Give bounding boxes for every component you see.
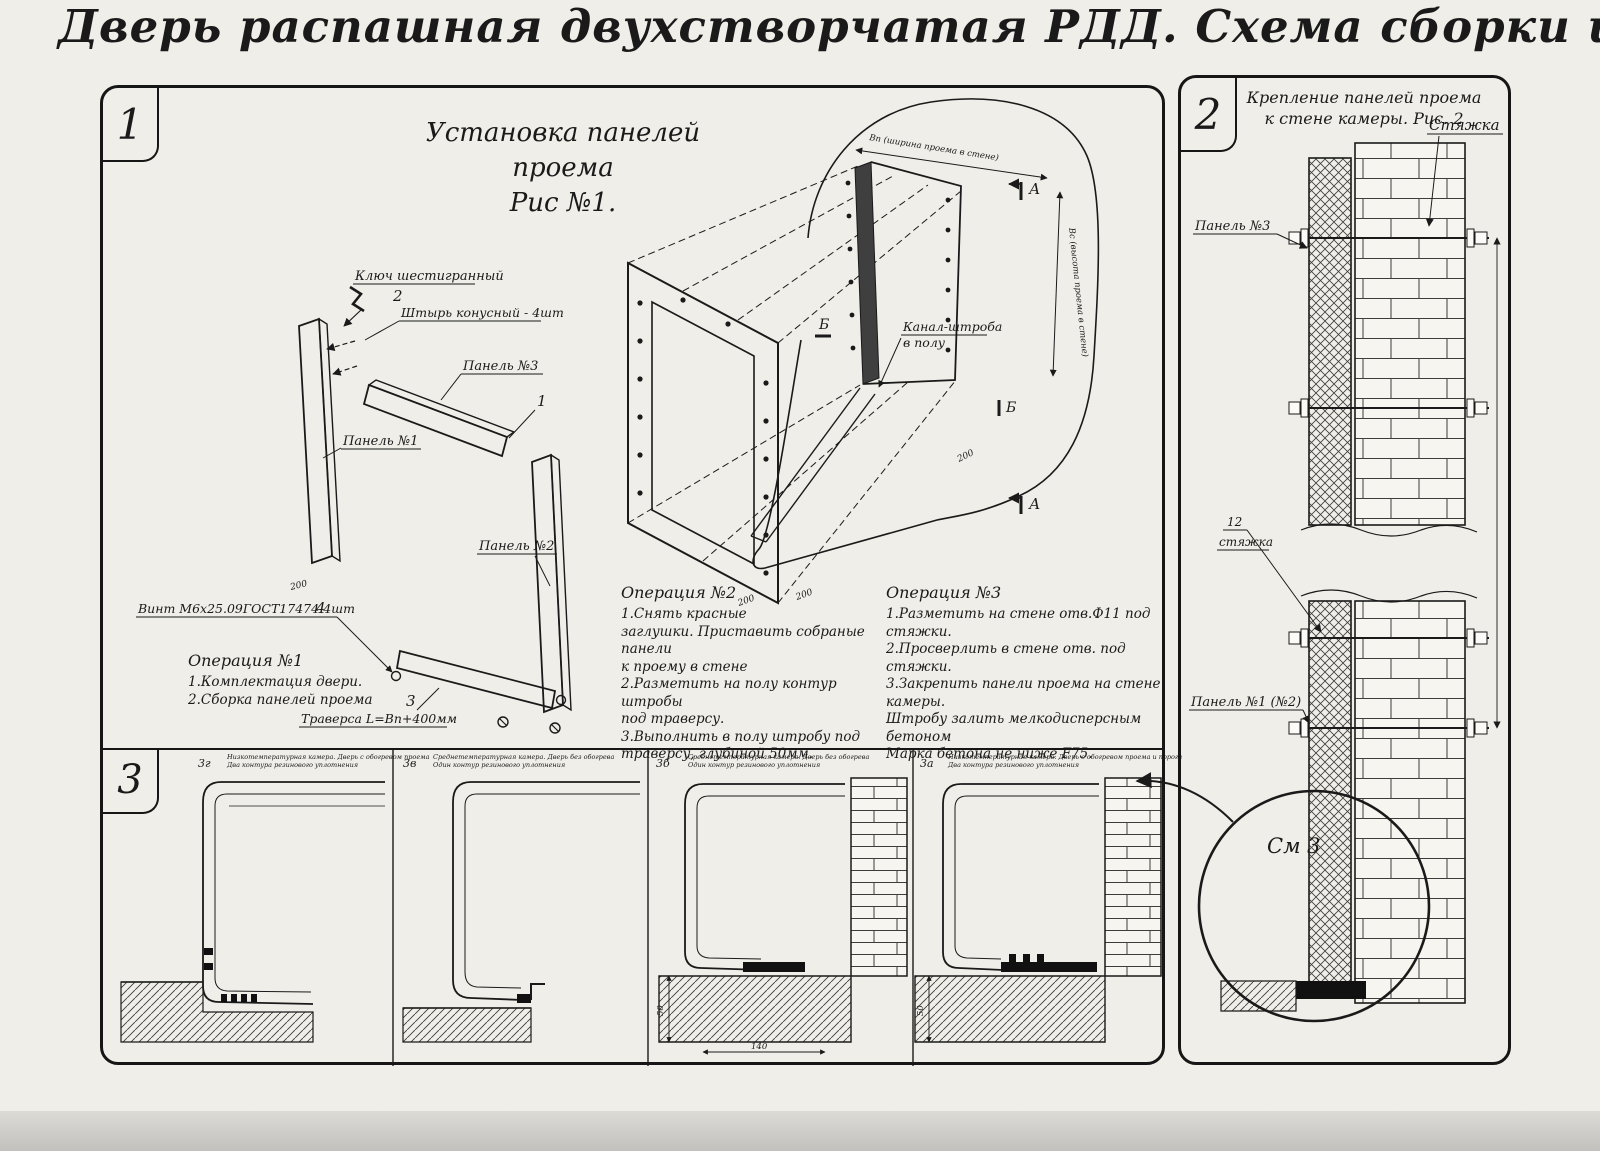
detail-3v-caption2: Один контур резинового уплотнения: [433, 761, 565, 769]
operation-1-title: Операция №1: [188, 651, 304, 670]
exploded-view-labels: Ключ шестигранный 2 Штырь конусный - 4шт…: [136, 269, 564, 728]
panel2-label: Панель №2: [478, 539, 554, 554]
panel1-label: Панель №1: [342, 434, 418, 449]
section-1-title: Установка панелей проема Рис №1.: [403, 116, 723, 221]
section-mark-a-top: А: [1028, 180, 1040, 198]
see-detail-circle: См 3: [1135, 772, 1431, 1023]
detail-captions: 3г Низкотемпературная камера. Дверь с об…: [198, 753, 1182, 770]
panel3-label: Панель №3: [462, 359, 538, 374]
detail-3g-drawing: [120, 781, 385, 1043]
dim-opening-width: Вп (ширина проема в стене): [868, 132, 1000, 163]
detail-3b-caption2: Один контур резинового уплотнения: [688, 761, 820, 769]
pin-label: Штырь конусный - 4шт: [400, 305, 564, 320]
dim-140-3b: 140: [751, 1042, 768, 1052]
detail-3a-id: 3а: [920, 757, 934, 770]
section-mark-b-left: Б: [818, 317, 829, 333]
section-2-number: 2: [1181, 78, 1237, 152]
detail-dividers: [392, 750, 914, 1066]
detail-3a-drawing: 50: [914, 777, 1162, 1043]
dim-200-panel1: 200: [288, 579, 308, 593]
operation-1: Операция №1 1.Комплектация двери. 2.Сбор…: [188, 651, 373, 709]
detail-3v-caption1: Среднетемпературная камера. Дверь без об…: [433, 753, 614, 761]
projection-lines: [627, 165, 962, 604]
tie-callout-number: 12: [1227, 515, 1242, 529]
section-2-labels: Стяжка Панель №3 12 стяжка Панель №1 (№2…: [1189, 116, 1503, 724]
section-mark-b-right: Б: [1005, 400, 1016, 416]
operation-3: Операция №3 1.Разметить на стене отв.Ф11…: [886, 583, 1164, 764]
detail-3g-caption1: Низкотемпературная камера. Дверь с обогр…: [226, 753, 430, 761]
insulated-panel-drawing: [1308, 157, 1352, 984]
section-3-number-label: 3: [117, 757, 143, 803]
section-1-number-label: 1: [116, 99, 144, 149]
panel3-wall-label: Панель №3: [1194, 219, 1270, 234]
section-3-number: 3: [103, 748, 159, 814]
operation-2-text: 1.Снять красные заглушки. Приставить соб…: [621, 606, 865, 763]
callout-1: 1: [537, 392, 547, 410]
section-1-panel: 1 Установка панелей проема Рис №1.: [100, 85, 1182, 1066]
section-2-panel: 2 Крепление панелей проема к стене камер…: [1135, 75, 1511, 1065]
traverse-label: Траверса L=Bn+400мм: [301, 711, 457, 726]
channel-label-line2: в полу: [903, 335, 946, 350]
tie-callout-label: стяжка: [1219, 535, 1273, 549]
hex-key-icon: [349, 285, 365, 313]
tie-bolts-drawing: [1288, 228, 1501, 738]
detail-3b-id: 3б: [656, 757, 670, 770]
dim-200-channel: 200: [955, 448, 976, 465]
detail-3v-drawing: [402, 781, 640, 1043]
tie-label: Стяжка: [1429, 116, 1500, 134]
pin-callout-number: 2: [392, 287, 403, 305]
detail-3v-id: 3в: [403, 757, 416, 770]
section-2-number-label: 2: [1194, 89, 1222, 139]
section-2-title: Крепление панелей проема к стене камеры.…: [1239, 88, 1489, 130]
operation-3-title: Операция №3: [886, 583, 1002, 602]
see-detail-label: См 3: [1267, 834, 1321, 858]
exploded-panels-drawing: 200: [288, 285, 572, 734]
dim-50-3a: 50: [916, 1005, 926, 1016]
section-2-title-line1: Крепление панелей проема: [1246, 88, 1482, 107]
section-1-number: 1: [103, 88, 159, 162]
channel-label-group: Канал-штроба в полу: [878, 319, 1002, 388]
detail-3b-caption1: Среднетемпературная камера. Дверь без об…: [688, 753, 869, 761]
dim-50-3b: 50: [656, 1005, 666, 1016]
section-1-title-line1: Установка панелей проема: [425, 118, 701, 184]
detail-3g-id: 3г: [198, 757, 211, 770]
panel12-label: Панель №1 (№2): [1190, 695, 1301, 710]
section-2-title-line2: к стене камеры. Рис. 2: [1264, 108, 1464, 128]
screw-label: Винт М6х25.09ГОСТ17474-4шт: [137, 601, 355, 616]
wall-fixing-drawing: Стяжка Панель №3 12 стяжка Панель №1 (№2…: [1135, 116, 1503, 1023]
detail-3g-caption2: Два контура резинового уплотнения: [226, 761, 358, 769]
channel-label-line1: Канал-штроба: [902, 319, 1002, 334]
threshold-details-drawing: 3г Низкотемпературная камера. Дверь с об…: [120, 750, 1182, 1066]
detail-3b-drawing: 50 140: [656, 777, 908, 1055]
traverse-callout-number: 3: [406, 692, 416, 710]
operation-1-text: 1.Комплектация двери. 2.Сборка панелей п…: [188, 674, 373, 708]
section-1-title-line2: Рис №1.: [509, 188, 617, 219]
screw-callout-number: 4: [315, 599, 326, 617]
scan-edge: [0, 1111, 1600, 1151]
operation-3-text: 1.Разметить на стене отв.Ф11 под стяжки.…: [886, 606, 1161, 763]
assembled-frame-drawing: 200 200: [627, 261, 814, 609]
detail-3a-caption1: Низкотемпературная камера. Дверь с обогр…: [947, 753, 1182, 761]
detail-3a-caption2: Два контура резинового уплотнения: [947, 761, 1079, 769]
section-marks: А А Б Б: [815, 178, 1040, 514]
section-divider: [103, 748, 1162, 750]
dim-opening-height: Вс (высота проема в стене): [1066, 226, 1091, 357]
panel-installation-drawing: 200 Ключ шестигранный 2 Штырь конусный -…: [136, 98, 1100, 734]
hex-key-label: Ключ шестигранный: [354, 269, 504, 284]
section-mark-a-bottom: А: [1028, 495, 1040, 513]
operation-2-title: Операция №2: [621, 583, 737, 602]
sheet-title: Дверь распашная двухстворчатая РДД. Схем…: [58, 0, 1600, 53]
brick-wall-drawing: [1300, 142, 1478, 1004]
operation-2: Операция №2 1.Снять красные заглушки. Пр…: [621, 583, 891, 764]
